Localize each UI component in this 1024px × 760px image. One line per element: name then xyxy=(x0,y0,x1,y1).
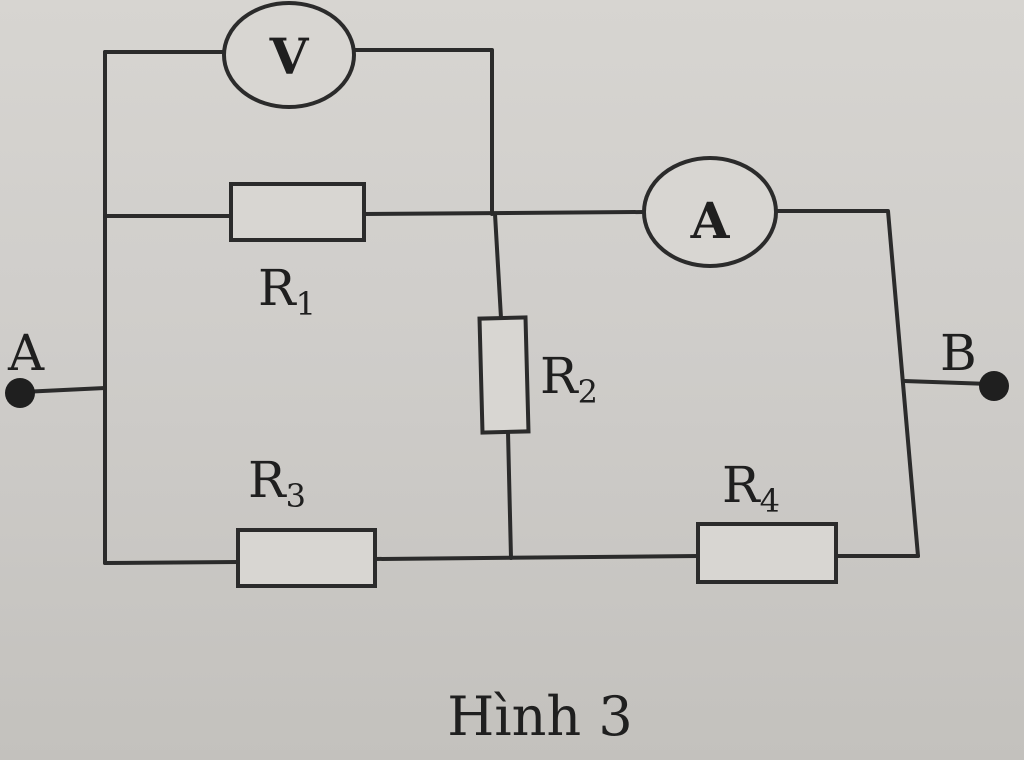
wire-r3-to-r4 xyxy=(373,554,700,561)
ammeter-symbol: A xyxy=(690,191,731,250)
terminal-a-label: A xyxy=(7,324,45,382)
voltmeter-circle xyxy=(222,1,356,109)
wire-voltmeter-to-node xyxy=(352,48,494,216)
wire-r2-to-bottom xyxy=(506,430,513,560)
resistor-r1-label: R1 xyxy=(258,259,316,323)
ammeter-circle xyxy=(642,156,778,268)
wire-ammeter-to-right xyxy=(774,209,920,558)
resistor-r1 xyxy=(229,182,366,242)
resistor-r4 xyxy=(696,522,838,584)
wire-r1-to-ammeter xyxy=(362,210,646,216)
ammeter: A xyxy=(642,156,778,268)
resistor-r3 xyxy=(236,528,377,588)
resistor-r2-label: R2 xyxy=(540,347,598,411)
wire-terminal-a xyxy=(20,386,107,394)
terminal-b-dot xyxy=(979,371,1009,401)
resistor-r2 xyxy=(477,315,531,435)
wire-node-to-r2 xyxy=(493,212,503,320)
wire-left-to-r3 xyxy=(103,560,240,565)
voltmeter: V xyxy=(222,1,356,109)
figure-caption: Hình 3 xyxy=(447,685,632,748)
circuit-wires xyxy=(20,48,992,565)
resistor-r3-label: R3 xyxy=(248,451,306,515)
terminal-b-label: B xyxy=(940,324,977,382)
terminal-a-dot xyxy=(5,378,35,408)
wire-terminal-b xyxy=(902,379,992,386)
voltmeter-symbol: V xyxy=(269,27,310,86)
resistor-r4-label: R4 xyxy=(722,456,780,520)
